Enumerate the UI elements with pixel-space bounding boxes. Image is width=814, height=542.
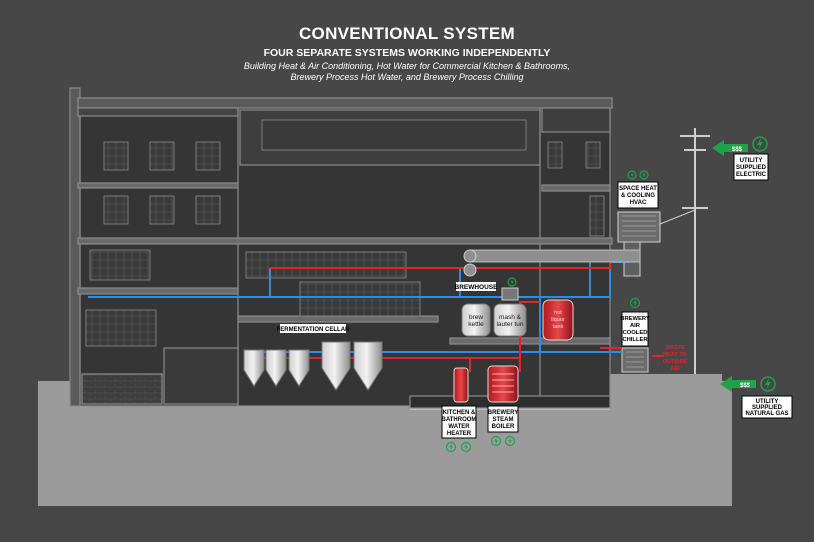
svg-text:COOLED: COOLED bbox=[623, 330, 648, 336]
svg-text:SUPPLIED: SUPPLIED bbox=[752, 405, 783, 411]
svg-text:ELECTRIC: ELECTRIC bbox=[736, 172, 767, 178]
chiller-label: BREWERY AIR COOLED CHILLER bbox=[620, 311, 650, 347]
svg-text:BREWERY: BREWERY bbox=[620, 316, 650, 322]
arrow-left-icon: $$$ bbox=[712, 140, 748, 156]
hvac-unit bbox=[617, 211, 661, 277]
waste-heat-label: WASTE HEAT TO OUTSIDE AIR bbox=[663, 345, 688, 372]
svg-text:UTILITY: UTILITY bbox=[740, 158, 763, 164]
svg-text:AIR: AIR bbox=[670, 366, 680, 372]
kitchen-heater-label: KITCHEN & BATHROOM WATER HEATER bbox=[441, 405, 477, 439]
svg-text:WASTE: WASTE bbox=[665, 345, 685, 351]
description-line-1: Building Heat & Air Conditioning, Hot Wa… bbox=[243, 61, 571, 71]
duct bbox=[469, 249, 641, 263]
power-bolt-icon bbox=[752, 136, 768, 152]
hlt-label-2: liquor bbox=[551, 317, 565, 323]
power-bolt-icon bbox=[627, 170, 637, 180]
svg-text:HEAT TO: HEAT TO bbox=[663, 352, 687, 358]
power-bolt-icon bbox=[445, 441, 457, 453]
svg-text:HVAC: HVAC bbox=[630, 200, 647, 206]
svg-text:OUTSIDE: OUTSIDE bbox=[663, 359, 688, 365]
svg-text:FERMENTATION CELLAR: FERMENTATION CELLAR bbox=[277, 327, 350, 333]
svg-text:CHILLER: CHILLER bbox=[622, 337, 648, 343]
utility-electric-label: UTILITY SUPPLIED ELECTRIC bbox=[733, 153, 769, 181]
power-bolt-icon bbox=[507, 277, 517, 287]
arrow-left-icon: $$$ bbox=[720, 376, 756, 392]
fermentation-cellar-label: FERMENTATION CELLAR bbox=[277, 324, 350, 333]
power-bolt-icon bbox=[629, 297, 641, 309]
hlt-label-1: hot bbox=[554, 310, 562, 316]
svg-text:BATHROOM: BATHROOM bbox=[442, 417, 477, 423]
brewhouse-label: BREWHOUSE bbox=[455, 282, 499, 291]
brew-kettle-label-1: brew bbox=[469, 314, 483, 321]
mash-tun-label-2: lauter tun bbox=[496, 321, 523, 328]
power-bolt-icon bbox=[490, 435, 502, 447]
svg-text:UTILITY: UTILITY bbox=[756, 399, 779, 405]
svg-text:HEATER: HEATER bbox=[447, 431, 472, 437]
svg-text:BREWERY: BREWERY bbox=[488, 410, 518, 416]
page-title: CONVENTIONAL SYSTEM bbox=[298, 24, 516, 43]
svg-text:STEAM: STEAM bbox=[493, 417, 514, 423]
brewhouse-vessels bbox=[461, 287, 574, 341]
hlt-label-3: tank bbox=[553, 324, 564, 330]
svg-text:WATER: WATER bbox=[448, 424, 470, 430]
fermentation-tanks bbox=[243, 341, 383, 391]
chiller-unit bbox=[621, 347, 649, 373]
kitchen-heater-tank bbox=[453, 367, 469, 403]
power-bolt-icon bbox=[460, 441, 472, 453]
utility-gas-label: UTILITY SUPPLIED NATURAL GAS bbox=[741, 395, 793, 419]
gas-cost: $$$ bbox=[740, 383, 751, 389]
svg-text:AIR: AIR bbox=[630, 323, 641, 329]
svg-text:NATURAL GAS: NATURAL GAS bbox=[745, 411, 788, 417]
description-line-2: Brewery Process Hot Water, and Brewery P… bbox=[290, 72, 524, 82]
power-bolt-icon bbox=[504, 435, 516, 447]
electric-cost: $$$ bbox=[732, 147, 743, 153]
steam-boiler-label: BREWERY STEAM BOILER bbox=[487, 405, 519, 433]
power-bolt-icon bbox=[639, 170, 649, 180]
utility-pole bbox=[659, 128, 710, 374]
svg-text:BOILER: BOILER bbox=[492, 424, 515, 430]
power-bolt-icon bbox=[760, 376, 776, 392]
windows bbox=[85, 119, 605, 347]
brew-kettle-label-2: kettle bbox=[468, 321, 484, 328]
boiler-tank bbox=[487, 365, 519, 403]
svg-text:SUPPLIED: SUPPLIED bbox=[736, 165, 767, 171]
svg-text:KITCHEN &: KITCHEN & bbox=[443, 410, 476, 416]
svg-text:& COOLING: & COOLING bbox=[621, 193, 655, 199]
page-subtitle: FOUR SEPARATE SYSTEMS WORKING INDEPENDEN… bbox=[263, 47, 551, 59]
hvac-label: SPACE HEAT & COOLING HVAC bbox=[617, 181, 659, 209]
svg-text:BREWHOUSE: BREWHOUSE bbox=[455, 284, 499, 291]
svg-text:SPACE HEAT: SPACE HEAT bbox=[619, 186, 657, 192]
mash-tun-label-1: mash & bbox=[499, 314, 522, 321]
